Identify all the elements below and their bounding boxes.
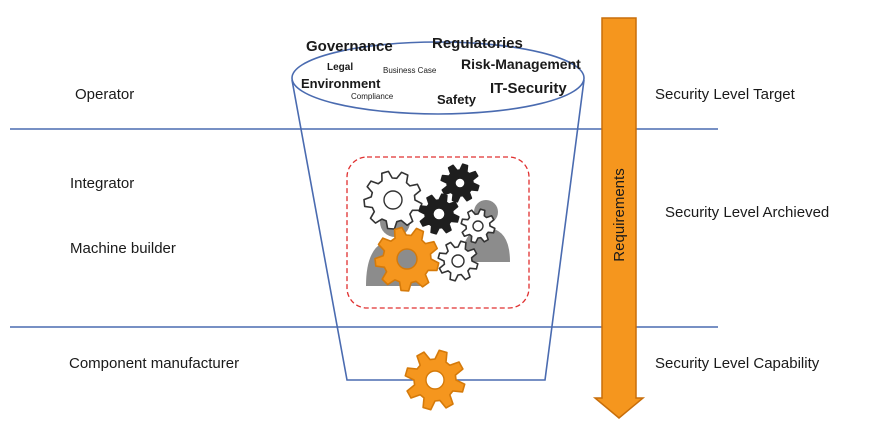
cloud-term-compliance: Compliance <box>351 92 394 101</box>
integrator-label: Integrator <box>70 175 135 192</box>
cloud-term-risk-management: Risk-Management <box>461 56 581 72</box>
cloud-term-regulatories: Regulatories <box>432 35 523 52</box>
machine-builder-label: Machine builder <box>70 240 176 257</box>
dashed-box <box>346 156 530 309</box>
gear-outline-large-icon <box>363 170 423 230</box>
gear-outline-small-icon <box>460 208 496 244</box>
gear-outline-low-icon <box>437 240 479 282</box>
gear-orange-bottom-icon <box>404 349 466 411</box>
component-manufacturer-label: Component manufacturer <box>69 355 240 372</box>
cloud-term-governance: Governance <box>306 38 393 55</box>
security-level-target-label: Security Level Target <box>655 86 795 103</box>
gear-black-middle-icon <box>418 193 460 235</box>
gear-orange-large-icon <box>374 226 440 292</box>
requirements-label: Requirements <box>611 168 628 261</box>
cloud-term-legal: Legal <box>327 62 354 73</box>
gear-black-top-icon <box>440 163 480 203</box>
cloud-term-environment: Environment <box>301 76 381 91</box>
operator-label: Operator <box>75 86 135 103</box>
cloud-term-safety: Safety <box>437 92 477 107</box>
funnel-top-ellipse <box>291 41 585 115</box>
security-level-capability-label: Security Level Capability <box>655 355 820 372</box>
requirements-arrow <box>592 17 646 419</box>
gears-group <box>363 163 496 411</box>
security-level-achieved-label: Security Level Archieved <box>665 204 830 221</box>
cloud-term-business-case: Business Case <box>383 66 437 75</box>
cloud-term-it-security: IT-Security <box>490 80 567 97</box>
